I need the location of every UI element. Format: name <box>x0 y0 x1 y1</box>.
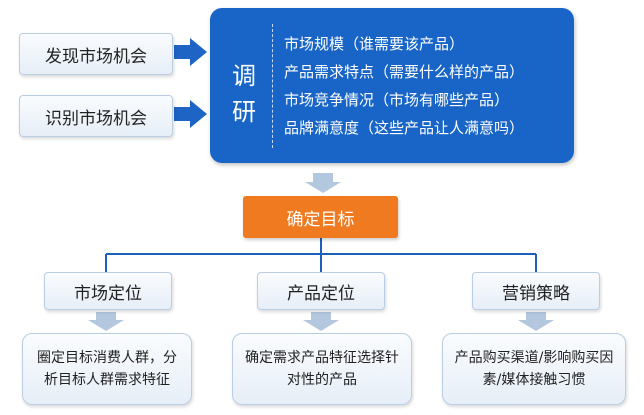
arrow-right-icon <box>174 38 207 66</box>
target-box: 确定目标 <box>243 196 398 238</box>
input-identify: 识别市场机会 <box>19 95 173 137</box>
branch-product-positioning: 产品定位 <box>257 272 385 310</box>
detail-market-positioning: 圈定目标消费人群，分析目标人群需求特征 <box>22 333 192 405</box>
research-title: 调研 <box>232 62 256 126</box>
arrow-right-icon <box>174 100 207 128</box>
arrow-down-icon <box>303 312 339 331</box>
branch-market-positioning: 市场定位 <box>44 272 172 310</box>
arrow-down-icon <box>305 173 341 193</box>
branch-marketing-strategy: 营销策略 <box>472 272 600 310</box>
research-items: 市场规模（谁需要该产品） 产品需求特点（需要什么样的产品） 市场竞争情况（市场有… <box>284 30 524 142</box>
tree-connector <box>105 238 537 272</box>
input-discover: 发现市场机会 <box>19 33 173 75</box>
research-item: 产品需求特点（需要什么样的产品） <box>284 63 525 81</box>
research-divider <box>272 24 273 148</box>
arrow-down-icon <box>518 312 554 331</box>
research-item: 品牌满意度（这些产品让人满意吗） <box>284 119 525 137</box>
arrow-down-icon <box>88 312 124 331</box>
detail-product-positioning: 确定需求产品特征选择针对性的产品 <box>232 333 412 405</box>
research-panel: 调研 市场规模（谁需要该产品） 产品需求特点（需要什么样的产品） 市场竞争情况（… <box>210 8 574 163</box>
research-item: 市场规模（谁需要该产品） <box>284 35 465 53</box>
detail-marketing-strategy: 产品购买渠道/影响购买因素/媒体接触习惯 <box>442 333 626 405</box>
research-item: 市场竞争情况（市场有哪些产品） <box>284 91 510 109</box>
